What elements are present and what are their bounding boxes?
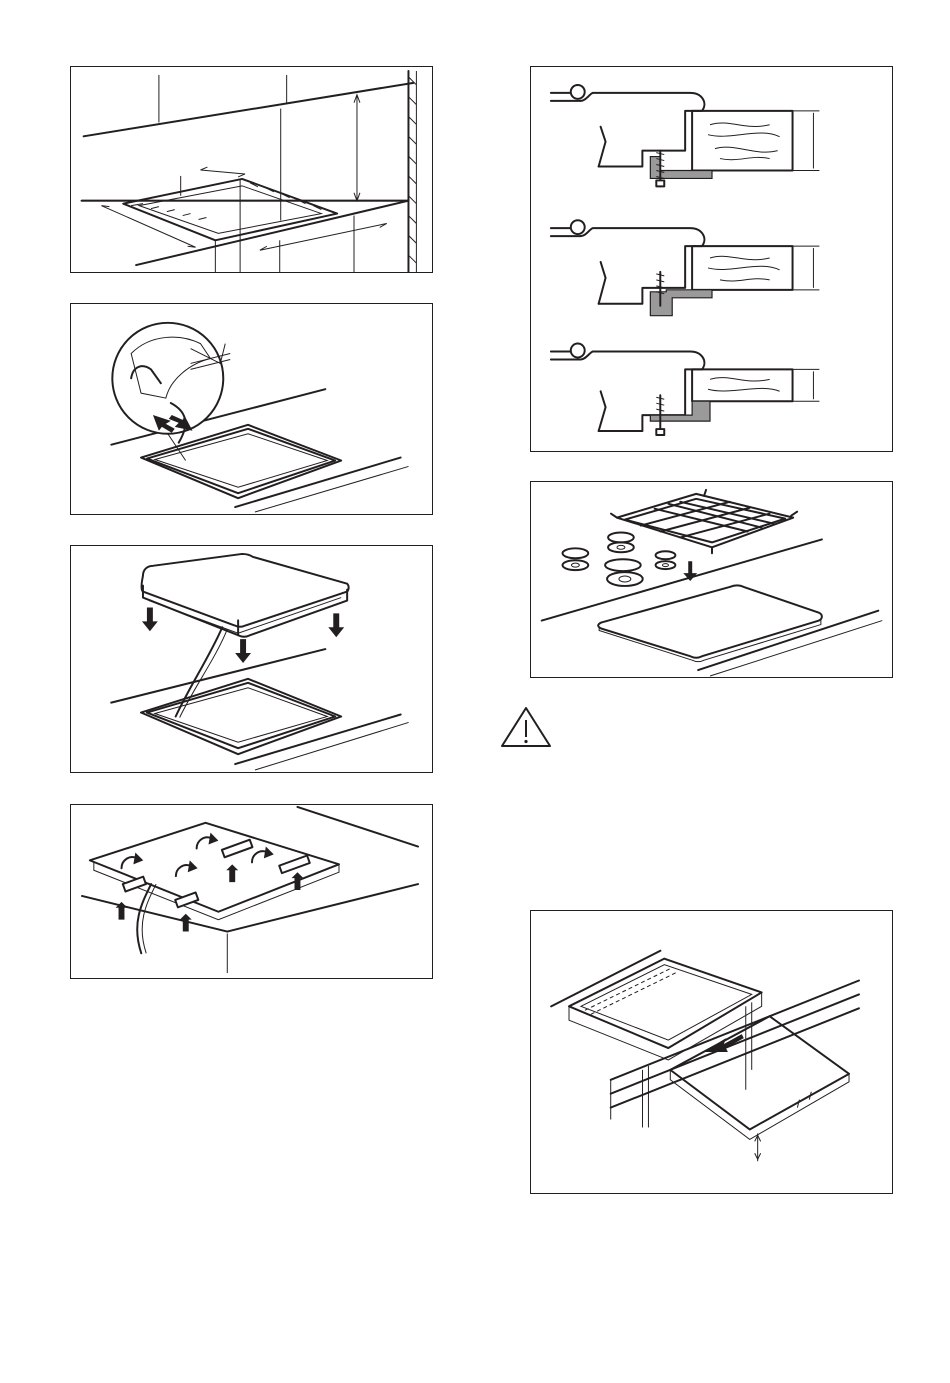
drawer-clearance-drawing	[531, 911, 892, 1193]
grid-and-caps-drawing	[531, 482, 892, 677]
profile-3	[551, 344, 820, 435]
seal-application-drawing	[71, 304, 432, 514]
figure-drawer-clearance	[530, 910, 893, 1194]
figure-hob-lowering	[70, 545, 433, 773]
worktop-profiles-drawing	[531, 67, 892, 451]
pan-support-grid	[611, 490, 797, 553]
figure-worktop-profiles	[530, 66, 893, 452]
brackets-fixing-drawing	[71, 805, 432, 978]
profile-1	[551, 85, 820, 186]
hob-lowering-drawing	[71, 546, 432, 772]
burner-caps	[563, 532, 676, 585]
warning-triangle-icon	[500, 706, 552, 748]
profile-2	[551, 220, 820, 315]
figure-cutout-dimensions	[70, 66, 433, 273]
figure-brackets-fixing	[70, 804, 433, 979]
bracket-arrow-curved	[122, 833, 274, 876]
cutout-dimensions-drawing	[71, 67, 432, 272]
figure-grid-and-caps	[530, 481, 893, 678]
figure-seal-application	[70, 303, 433, 515]
